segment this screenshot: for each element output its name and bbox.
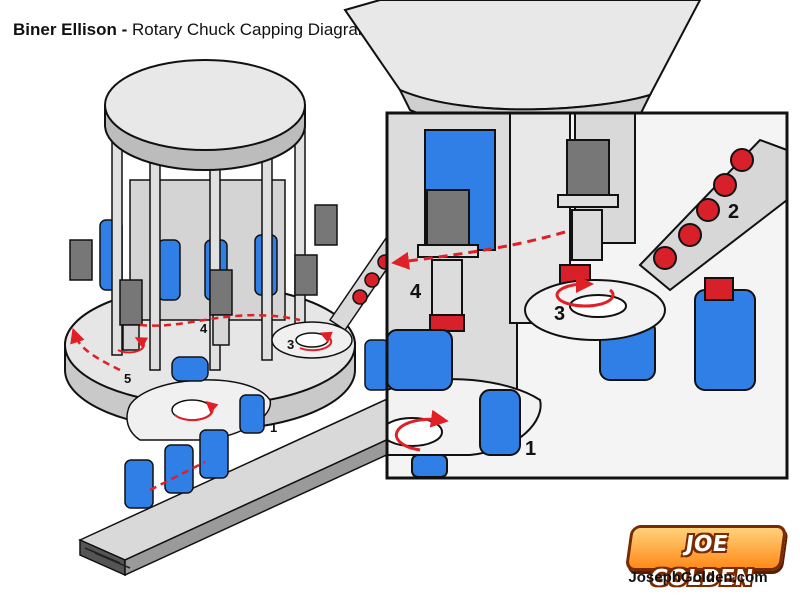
step-label: 1: [270, 420, 277, 435]
step-label: 5: [124, 371, 131, 386]
step-label: 4: [200, 321, 208, 336]
brand-block: JOE GOLDEN JosephGolden.com: [600, 522, 790, 592]
step-label: 3: [554, 303, 565, 325]
diagram-title: Biner Ellison - Rotary Chuck Capping Dia…: [13, 20, 372, 40]
step-label: 1: [525, 438, 536, 460]
hopper-cover: [343, 0, 702, 129]
step-labels-main: 1 3 4 5: [124, 321, 294, 435]
step-label: 3: [287, 337, 294, 352]
brand-logo: JOE GOLDEN: [624, 525, 788, 591]
title-company: Biner Ellison -: [13, 20, 128, 39]
flow-path-main: [70, 313, 301, 492]
brand-url: JosephGolden.com: [628, 569, 768, 586]
bottles-main: [124, 339, 390, 509]
step-label: 4: [410, 281, 422, 303]
chuck-heads: [69, 204, 338, 351]
title-subtitle: Rotary Chuck Capping Diagram: [132, 20, 373, 39]
step-label: 2: [728, 201, 739, 223]
rotation-arrows-main: [117, 331, 333, 422]
conveyor: [78, 399, 432, 577]
star-wheels-main: [126, 321, 353, 441]
inset-detail: 1 2 3 4: [385, 111, 789, 480]
turret-top-disc: [104, 59, 306, 171]
